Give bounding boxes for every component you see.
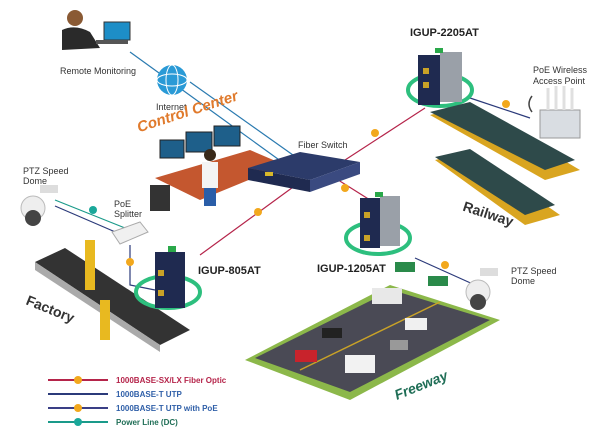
igup-1205at-device <box>344 192 412 256</box>
remote-monitoring-label: Remote Monitoring <box>60 66 137 76</box>
poe-badge <box>371 129 379 137</box>
utp-link-ptz <box>54 205 121 235</box>
fiber-switch-label: Fiber Switch <box>298 140 348 150</box>
legend-label: 1000BASE-T UTP with PoE <box>116 403 218 413</box>
legend-item-utp: 1000BASE-T UTP <box>48 387 226 401</box>
dc-badge <box>89 206 97 214</box>
dc-link-ptz <box>54 199 126 229</box>
legend-item-power: Power Line (DC) <box>48 415 226 429</box>
railway-trains <box>430 102 580 225</box>
factory-conveyor <box>35 240 190 352</box>
road-sign <box>395 262 415 272</box>
legend-label: 1000BASE-T UTP <box>116 389 182 399</box>
power-line-swatch <box>48 418 108 426</box>
ptz-left-label-line2: Dome <box>23 176 48 186</box>
car <box>295 350 317 362</box>
road-sign <box>428 276 448 286</box>
fiber-line-swatch <box>48 376 108 384</box>
truck <box>372 288 402 304</box>
wireless-access-point-device <box>528 86 581 139</box>
poe-link-ptz-right <box>414 257 476 286</box>
poe-badge <box>502 100 510 108</box>
ap-label-line1: PoE Wireless <box>533 65 588 75</box>
legend-item-fiber: 1000BASE-SX/LX Fiber Optic <box>48 373 226 387</box>
dc-badge-icon <box>74 418 82 426</box>
poe-badge-icon <box>74 404 82 412</box>
poe-splitter-device <box>111 221 149 245</box>
poe-badge <box>126 258 134 266</box>
car <box>322 328 342 338</box>
igup-1205at-label: IGUP-1205AT <box>317 263 386 275</box>
fiber-link-1205 <box>334 177 371 201</box>
legend-item-utp-poe: 1000BASE-T UTP with PoE <box>48 401 226 415</box>
igup-805at-label: IGUP-805AT <box>198 265 261 277</box>
legend-label: 1000BASE-SX/LX Fiber Optic <box>116 375 227 385</box>
poe-splitter-label-line2: Splitter <box>114 209 143 219</box>
rv <box>345 355 375 373</box>
poe-link-ap <box>469 97 531 119</box>
freeway-road <box>245 285 500 400</box>
ptz-camera-right-device <box>465 268 498 310</box>
internet-label: Internet <box>156 102 187 112</box>
fiber-link-805 <box>199 181 301 256</box>
remote-monitoring-icon <box>62 10 131 50</box>
ptz-camera-left-device <box>20 185 58 226</box>
legend: 1000BASE-SX/LX Fiber Optic 1000BASE-T UT… <box>48 373 226 429</box>
igup-805at-device <box>134 246 202 310</box>
internet-link-remote <box>129 51 301 176</box>
car <box>405 318 427 330</box>
car <box>390 340 408 350</box>
poe-badge <box>441 261 449 269</box>
poe-badge <box>341 184 349 192</box>
internet-globe-icon <box>156 64 188 96</box>
poe-splitter-label-line1: PoE <box>114 199 132 209</box>
utp-poe-line-swatch <box>48 404 108 412</box>
utp-line-swatch <box>48 393 108 395</box>
ptz-left-label-line1: PTZ Speed <box>23 166 69 176</box>
fiber-link-2205 <box>344 107 426 161</box>
poe-badge <box>254 208 262 216</box>
ptz-right-label-line2: Dome <box>511 276 536 286</box>
ap-label-line2: Access Point <box>533 76 586 86</box>
igup-2205at-device <box>406 48 474 108</box>
internet-link-switch <box>189 81 301 161</box>
fiber-switch-device <box>248 152 360 192</box>
legend-label: Power Line (DC) <box>116 417 178 427</box>
ptz-right-label-line1: PTZ Speed <box>511 266 557 276</box>
poe-badge-icon <box>74 376 82 384</box>
control-center-workstation-icon <box>150 125 285 211</box>
igup-2205at-label: IGUP-2205AT <box>410 27 479 39</box>
